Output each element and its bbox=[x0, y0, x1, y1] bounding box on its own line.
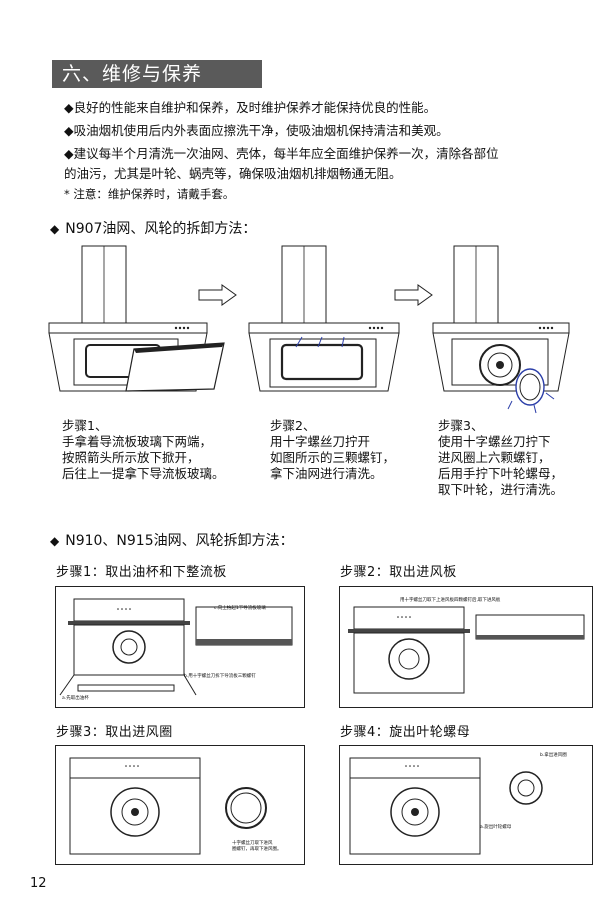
step-line: 步骤2、 bbox=[270, 418, 316, 433]
step-line: 拿下油网进行清洗。 bbox=[270, 466, 383, 481]
intro-line-3: ◆建议每半个月清洗一次油网、壳体，每半年应全面维护保养一次，清除各部位 bbox=[64, 146, 499, 161]
step-line: 后往上一提拿下导流板玻璃。 bbox=[62, 466, 225, 481]
section-title: 六、维修与保养 bbox=[52, 60, 262, 88]
n910-step4-figure: b.拿出进风圈 a.旋出叶轮螺母 bbox=[339, 745, 593, 865]
n907-step3-text: 步骤3、 使用十字螺丝刀拧下 进风圈上六颗螺钉， 后用手拧下叶轮螺母， 取下叶轮… bbox=[438, 418, 563, 498]
step-line: 用十字螺丝刀拧开 bbox=[270, 434, 371, 449]
step-line: 步骤1、 bbox=[62, 418, 108, 433]
step-line: 如图所示的三颗螺钉， bbox=[270, 450, 396, 465]
step-line: 后用手拧下叶轮螺母， bbox=[438, 466, 564, 481]
step-line: 步骤3、 bbox=[438, 418, 484, 433]
fig3-callout-1: 十字螺丝刀取下进风 bbox=[232, 839, 273, 846]
n907-step1-text: 步骤1、 手拿着导流板玻璃下两端， 按照箭头所示放下掀开， 后往上一提拿下导流板… bbox=[62, 418, 225, 482]
fig3-callout-2: 圈螺钉，再取下进风圈。 bbox=[232, 845, 282, 852]
step-line: 使用十字螺丝刀拧下 bbox=[438, 434, 551, 449]
n910-step4-label: 步骤4：旋出叶轮螺母 bbox=[340, 725, 471, 740]
intro-line-4: 的油污，尤其是叶轮、蜗壳等，确保吸油烟机排烟畅通无阻。 bbox=[64, 166, 402, 181]
n910-step1-figure: c.向上抬起1下导流板玻璃 b.用十字螺丝刀拆下导流板三颗螺钉 a.先取出油杯 bbox=[55, 586, 305, 708]
n907-step1-figure bbox=[46, 243, 226, 393]
fig4-callout-a: b.拿出进风圈 bbox=[540, 751, 567, 758]
step-line: 按照箭头所示放下掀开， bbox=[62, 450, 200, 465]
safety-note: * 注意：维护保养时，请戴手套。 bbox=[64, 187, 235, 201]
step-line: 手拿着导流板玻璃下两端， bbox=[62, 434, 213, 449]
n907-step2-figure bbox=[246, 243, 406, 393]
fig4-callout-b: a.旋出叶轮螺母 bbox=[480, 823, 512, 830]
fig1-callout-c: a.先取出油杯 bbox=[62, 694, 89, 701]
step-line: 进风圈上六颗螺钉， bbox=[438, 450, 551, 465]
n910-step2-label: 步骤2：取出进风板 bbox=[340, 565, 457, 580]
step-line: 取下叶轮，进行清洗。 bbox=[438, 482, 564, 497]
intro-line-1: ◆良好的性能来自维护和保养，及时维护保养才能保持优良的性能。 bbox=[64, 100, 437, 115]
n910-step1-label: 步骤1：取出油杯和下整流板 bbox=[56, 565, 227, 580]
fig1-callout-b: b.用十字螺丝刀拆下导流板三颗螺钉 bbox=[184, 672, 256, 679]
n910-step3-label: 步骤3：取出进风圈 bbox=[56, 725, 173, 740]
n910-step3-figure: 十字螺丝刀取下进风 圈螺钉，再取下进风圈。 bbox=[55, 745, 305, 865]
n907-heading: N907油网、风轮的拆卸方法： bbox=[50, 218, 256, 238]
right-arrow-icon bbox=[394, 284, 434, 310]
intro-line-2: ◆吸油烟机使用后内外表面应擦洗干净，使吸油烟机保持清洁和美观。 bbox=[64, 123, 449, 138]
right-arrow-icon bbox=[198, 284, 238, 310]
n907-step2-text: 步骤2、 用十字螺丝刀拧开 如图所示的三颗螺钉， 拿下油网进行清洗。 bbox=[270, 418, 395, 482]
fig1-callout-a: c.向上抬起1下导流板玻璃 bbox=[214, 604, 266, 611]
page-number: 12 bbox=[30, 876, 47, 891]
n910-heading: N910、N915油网、风轮拆卸方法： bbox=[50, 530, 293, 550]
fig2-callout: 用十字螺丝刀取下上进风板四颗螺钉后,取下进风板 bbox=[400, 596, 501, 603]
n907-step3-figure bbox=[430, 243, 580, 415]
n910-step2-figure: 用十字螺丝刀取下上进风板四颗螺钉后,取下进风板 bbox=[339, 586, 593, 708]
